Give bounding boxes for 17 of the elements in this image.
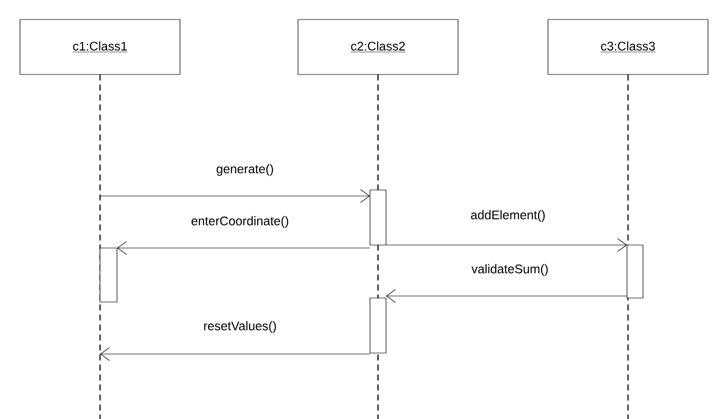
message-label: generate() xyxy=(215,163,275,177)
activation-bar xyxy=(370,190,386,246)
message-label: resetValues() xyxy=(202,320,278,334)
message-arrow xyxy=(100,189,370,203)
activation-bar xyxy=(370,298,386,354)
message-arrow xyxy=(100,347,370,361)
activation-bar xyxy=(100,248,118,302)
object-box: c3:Class3 xyxy=(548,19,708,75)
object-box: c2:Class2 xyxy=(298,19,458,75)
message-label: validateSum() xyxy=(470,263,550,277)
message-arrow xyxy=(117,241,370,255)
activation-bar xyxy=(626,244,644,298)
message-label: enterCoordinate() xyxy=(190,215,290,229)
message-label: addElement() xyxy=(469,209,547,223)
message-arrow xyxy=(386,289,628,303)
object-box: c1:Class1 xyxy=(20,19,180,75)
message-arrow xyxy=(386,238,627,252)
